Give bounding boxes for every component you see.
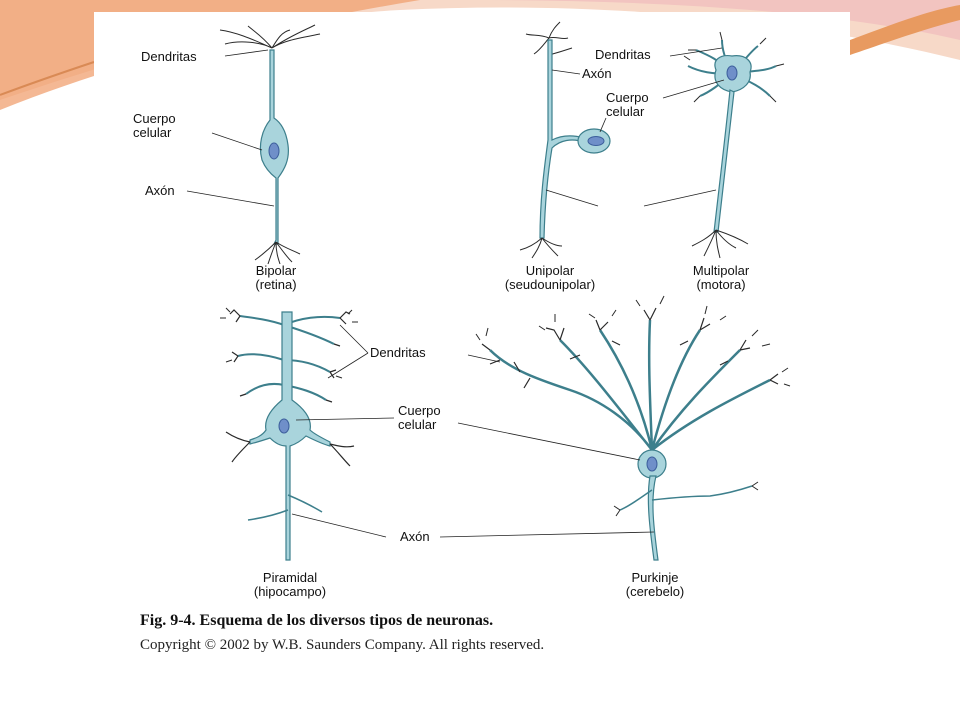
neuron-type-name: Multipolar [692,263,750,278]
neuron-type-name: Purkinje [631,570,679,585]
celular-word: celular [398,417,437,432]
figure-panel [94,12,850,676]
neuron-type-location: (motora) [696,277,746,292]
neuron-type-location: (hipocampo) [253,584,327,599]
neuron-type-location: (seudounipolar) [504,277,596,292]
multipolar-caption: Multipolar (motora) [676,264,766,292]
bipolar-dendritas-label: Dendritas [141,49,197,64]
unipolar-multipolar-cuerpo-label: Cuerpo celular [606,91,649,119]
neuron-type-name: Bipolar [255,263,297,278]
unipolar-caption: Unipolar (seudounipolar) [480,264,620,292]
neuron-type-location: (retina) [255,277,297,292]
figure-number: Fig. 9-4. [140,612,196,629]
neuron-type-name: Unipolar [525,263,575,278]
cuerpo-word: Cuerpo [133,111,176,126]
celular-word: celular [133,125,172,140]
figure-title: Esquema de los diversos tipos de neurona… [199,612,494,629]
unipolar-neuron [519,21,611,259]
lower-dendritas-label: Dendritas [370,345,426,360]
cuerpo-word: Cuerpo [606,90,649,105]
bipolar-neuron [186,24,321,265]
pyramidal-neuron [220,307,395,561]
bipolar-axon-label: Axón [145,183,175,198]
pyramidal-caption: Piramidal (hipocampo) [240,571,340,599]
lower-cuerpo-label: Cuerpo celular [398,404,441,432]
figure-caption: Fig. 9-4. Esquema de los diversos tipos … [140,612,493,630]
celular-word: celular [606,104,645,119]
unipolar-multipolar-dendritas-label: Dendritas [595,47,651,62]
bipolar-cuerpo-label: Cuerpo celular [133,112,176,140]
neuron-type-name: Piramidal [262,570,318,585]
cuerpo-word: Cuerpo [398,403,441,418]
purkinje-neuron [439,295,791,561]
copyright-notice: Copyright © 2002 by W.B. Saunders Compan… [140,637,545,653]
multipolar-neuron [643,31,785,259]
purkinje-caption: Purkinje (cerebelo) [610,571,700,599]
lower-axon-label: Axón [400,529,430,544]
bipolar-caption: Bipolar (retina) [236,264,316,292]
unipolar-axon-label: Axón [582,66,612,81]
neuron-type-location: (cerebelo) [625,584,685,599]
